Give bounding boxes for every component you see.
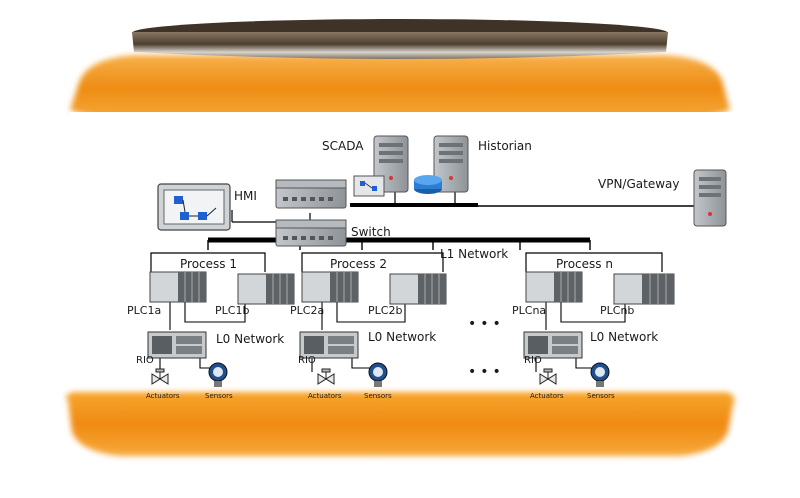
- l1-network-label: L1 Network: [440, 247, 508, 261]
- historian-label: Historian: [478, 139, 532, 153]
- rio-label-n: RIO: [524, 355, 542, 366]
- jar-bottom-band: [66, 392, 735, 456]
- vpn-gateway-label: VPN/Gateway: [598, 177, 679, 191]
- rio-1-device: [147, 331, 207, 359]
- plc2a-device: [301, 271, 359, 303]
- upper-switch: [275, 179, 347, 209]
- hmi-panel: [157, 183, 231, 231]
- historian-disk-icon: [414, 175, 442, 194]
- sensor-icon-n: [590, 362, 610, 387]
- sensor-icon-2: [368, 362, 388, 387]
- actuators-label-2: Actuators: [308, 392, 342, 400]
- plcnb-label: PLCnb: [600, 304, 634, 317]
- plc1a-label: PLC1a: [127, 304, 161, 317]
- sensor-icon-1: [208, 362, 228, 387]
- sensors-label-n: Sensors: [587, 392, 615, 400]
- plc2a-label: PLC2a: [290, 304, 324, 317]
- valve-icons: [151, 368, 557, 385]
- sensors-label-1: Sensors: [205, 392, 233, 400]
- plc2b-device: [389, 273, 447, 305]
- plc1b-label: PLC1b: [215, 304, 249, 317]
- plcna-label: PLCna: [512, 304, 546, 317]
- valve-icon-1: [151, 368, 169, 385]
- l0-network-label-n: L0 Network: [590, 330, 658, 344]
- actuators-label-n: Actuators: [530, 392, 564, 400]
- rio-label-2: RIO: [298, 355, 316, 366]
- plcna-device: [525, 271, 583, 303]
- scada-label: SCADA: [322, 139, 364, 153]
- jar-top-band: [70, 55, 730, 121]
- valve-icon-2: [317, 368, 335, 385]
- vpn-gateway-server: [693, 169, 727, 227]
- l0-network-label-2: L0 Network: [368, 330, 436, 344]
- valve-icon-n: [539, 368, 557, 385]
- plc2b-label: PLC2b: [368, 304, 402, 317]
- l0-network-label-1: L0 Network: [216, 332, 284, 346]
- process-1-label: Process 1: [180, 257, 237, 271]
- jar-lid: [132, 32, 668, 59]
- rio-devices: [147, 331, 583, 359]
- process-n-label: Process n: [556, 257, 613, 271]
- historian-server: [433, 135, 469, 193]
- plc1b-device: [237, 273, 295, 305]
- switch-label: Switch: [351, 225, 391, 239]
- hmi-label: HMI: [234, 189, 257, 203]
- diagram-labels: SCADA Historian HMI VPN/Gateway Switch L…: [127, 139, 679, 400]
- actuators-label-1: Actuators: [146, 392, 180, 400]
- plc-devices: [149, 271, 675, 305]
- process-2-label: Process 2: [330, 257, 387, 271]
- plcnb-device: [613, 273, 675, 305]
- scada-monitor-icon: [353, 175, 385, 197]
- main-switch: [275, 219, 347, 247]
- ellipsis-top: •••: [468, 316, 505, 332]
- network-links: [207, 180, 700, 250]
- rio-n-device: [523, 331, 583, 359]
- sensor-icons: [208, 362, 610, 387]
- process-brackets: [150, 252, 663, 272]
- ellipsis-bottom: •••: [468, 364, 505, 380]
- sensors-label-2: Sensors: [364, 392, 392, 400]
- rio-2-device: [299, 331, 359, 359]
- plc1a-device: [149, 271, 207, 303]
- rio-label-1: RIO: [136, 355, 154, 366]
